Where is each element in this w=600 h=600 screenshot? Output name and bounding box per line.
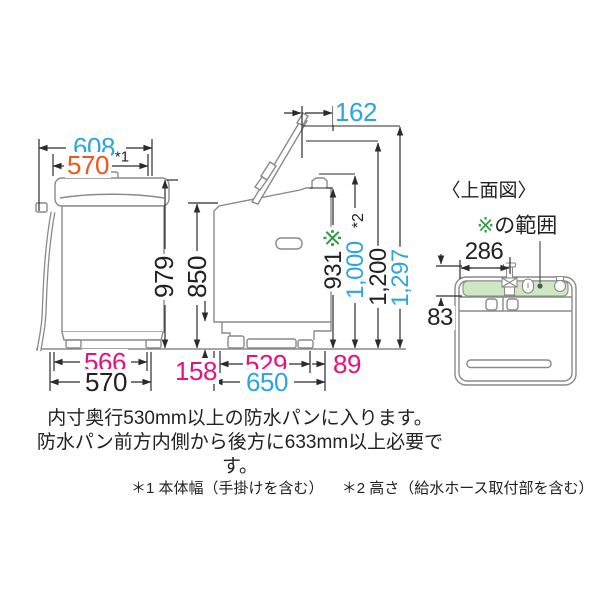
lid-latch-small xyxy=(253,176,269,191)
side-rear-foot xyxy=(297,339,314,349)
cabinet-body xyxy=(61,205,165,333)
dim-side-base-clearance: 158 xyxy=(173,356,219,386)
dim-side-body-height: 850 xyxy=(182,254,212,300)
top-panel xyxy=(54,177,170,207)
side-handle-recess xyxy=(275,237,303,250)
dim-front-height: 979 xyxy=(149,254,179,300)
side-front-foot xyxy=(227,335,245,349)
base xyxy=(61,331,164,341)
dim-side-rear-gap: 89 xyxy=(331,349,363,379)
front-grip-handle xyxy=(466,359,552,369)
dim-front-body-width-note: *1 xyxy=(114,148,130,166)
front-dimension-lines xyxy=(38,139,178,391)
front-view-drawing xyxy=(35,171,170,352)
footnote-1: ＊1 本体幅（手掛けを含む） xyxy=(131,480,324,497)
water-inlet-icon xyxy=(521,278,535,294)
dim-top-range-width: 286 xyxy=(462,238,506,265)
front-left-foot xyxy=(65,339,82,349)
footnotes: ＊1 本体幅（手掛けを含む） ＊2 高さ（給水ホース取付部を含む） xyxy=(131,477,593,498)
footnote-2: ＊2 高さ（給水ホース取付部を含む） xyxy=(341,480,594,497)
dim-side-lid-max-height: 1,297 xyxy=(387,247,414,309)
range-leader-line xyxy=(537,241,543,289)
dim-top-range-depth: 83 xyxy=(425,304,455,331)
side-view-drawing xyxy=(213,112,332,349)
hose-clip-icon xyxy=(35,202,48,213)
note-line-2: 防水パン前方内側から後方に633mm以上必要です。 xyxy=(36,432,444,477)
rear-port-icon xyxy=(553,275,567,293)
topview-outer-shell xyxy=(454,276,577,386)
dim-side-total-depth: 650 xyxy=(244,367,290,397)
installation-notes: 内寸奥行530mm以上の防水パンに入ります。 防水パン前方内側から後方に633m… xyxy=(28,407,452,479)
lid-hinge-left xyxy=(485,298,498,311)
range-zone-label: ※の範囲 xyxy=(476,214,558,238)
dim-front-body-width: 570 xyxy=(65,150,111,180)
dim-front-bottom-width: 570 xyxy=(83,367,129,397)
lid-hinge-right xyxy=(506,298,519,311)
base-platform xyxy=(246,338,297,349)
dim-side-lid-projection: 162 xyxy=(333,97,379,127)
lid-seam xyxy=(59,193,165,199)
topview-title: 〈上面図〉 xyxy=(441,180,537,202)
front-right-foot xyxy=(145,339,162,349)
top-view-drawing xyxy=(454,262,577,386)
note-line-1: 内寸奥行530mm以上の防水パンに入ります。 xyxy=(47,408,433,429)
side-body xyxy=(213,177,332,323)
